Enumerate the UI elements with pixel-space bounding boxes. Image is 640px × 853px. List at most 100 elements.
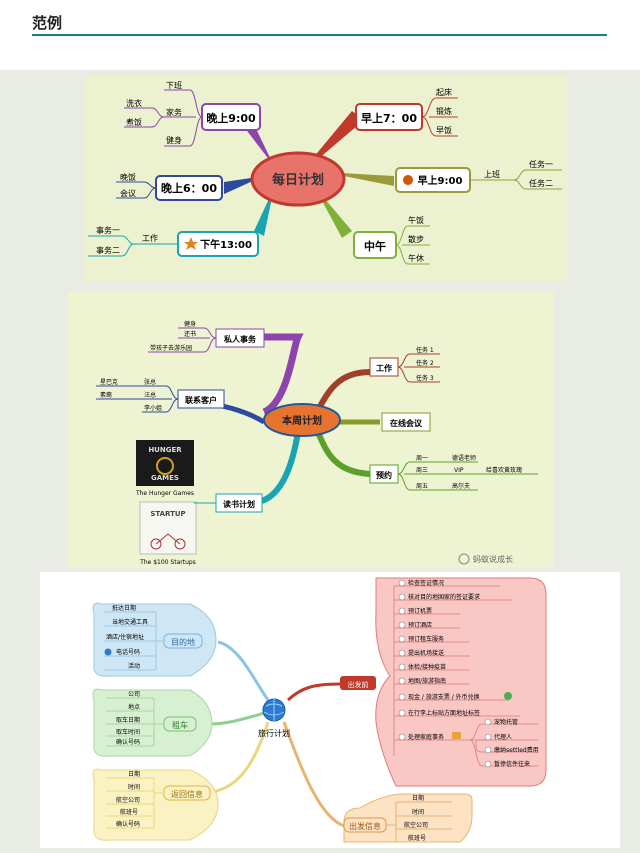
- book-cover-100-startup: [139, 501, 197, 555]
- leaf-exercise: 锻炼: [436, 106, 452, 116]
- node-before-label: 出发前: [348, 680, 369, 689]
- leaf-vip: VIP: [454, 467, 464, 474]
- item-airport-transfer: 提出机场接送: [408, 649, 444, 657]
- home-icon: [452, 732, 461, 739]
- item-pet-care: 宠物托管: [494, 718, 518, 726]
- center-label: 旅行计划: [258, 728, 290, 738]
- cover2-title: STARTUP: [150, 510, 185, 518]
- leaf-phone: 电话号码: [116, 648, 140, 656]
- item-book-flight: 预订机票: [408, 607, 432, 615]
- branch-reading: [257, 431, 301, 505]
- leaf-hotel-address: 酒店/住宿地址: [106, 633, 144, 641]
- book-cover-hunger-games: [136, 440, 194, 486]
- item-agent: 代理人: [494, 733, 512, 741]
- header: 范例: [0, 0, 640, 70]
- center-label: 每日计划: [272, 172, 324, 188]
- node-noon-label: 中午: [364, 239, 386, 253]
- before-departure-group: [375, 577, 547, 787]
- leaf-return-time: 时间: [128, 783, 140, 791]
- leaf-laundry: 洗衣: [126, 98, 142, 108]
- leaf-depart-date: 日期: [412, 794, 424, 802]
- leaf-breakfast: 早饭: [436, 125, 452, 135]
- watermark: 蚂蚁说成长: [473, 554, 513, 564]
- leaf-task2: 任务 2: [416, 359, 434, 367]
- leaf-return-flight: 航班号: [120, 808, 138, 816]
- item-home-affairs: 处理家庭事务: [408, 733, 444, 741]
- leaf-affair1: 事务一: [96, 225, 120, 235]
- cover1-title-a: HUNGER: [148, 446, 182, 454]
- leaf-return-confirmation: 确认号码: [116, 820, 140, 828]
- destination-group: [92, 602, 217, 677]
- star-icon: [184, 237, 198, 250]
- center-label: 本周计划: [282, 414, 322, 427]
- mockingjay-icon: [156, 457, 174, 475]
- node-before-departure[interactable]: [340, 676, 376, 690]
- leaf-depart-time: 时间: [412, 808, 424, 816]
- leaf-german-teacher: 德语老师: [452, 454, 476, 462]
- leaf-location: 地点: [128, 703, 140, 711]
- car-group: [92, 688, 213, 757]
- leaf-task1: 任务 1: [416, 346, 434, 354]
- leaf-friday: 周五: [416, 483, 428, 490]
- leaf-offwork: 下班: [166, 80, 182, 90]
- before-departure-items: [393, 585, 520, 756]
- node-meeting-label: 在线会议: [390, 418, 423, 428]
- leaf-activities: 活动: [128, 662, 140, 670]
- node-destination-label: 目的地: [171, 637, 195, 647]
- bicycle-icon: [155, 533, 181, 545]
- item-currency: 现金 / 旅游支票 / 外币兑换: [408, 693, 480, 701]
- leaf-dinner: 晚饭: [120, 172, 136, 182]
- book1-title: The Hunger Games: [135, 490, 194, 497]
- leaf-affair2: 事务二: [96, 245, 120, 255]
- wechat-icon: [458, 553, 470, 565]
- node-clients-label: 联系客户: [185, 395, 217, 405]
- branch-private: [238, 333, 304, 416]
- return-group: [92, 768, 219, 841]
- leaf-depart-airline: 航空公司: [404, 821, 428, 829]
- item-book-car: 预订租车服务: [408, 635, 444, 643]
- title-divider: [32, 34, 607, 36]
- center-node[interactable]: [263, 403, 341, 437]
- leaf-yellow-rose: 给喜欢黄玫瑰: [486, 466, 522, 474]
- leaf-zhang: 张总: [144, 378, 156, 386]
- node-car-label: 租车: [172, 720, 188, 730]
- leaf-work-shift: 上班: [484, 169, 500, 179]
- leaf-task3: 任务 3: [416, 374, 434, 382]
- node-night9-label: 晚上9:00: [206, 111, 256, 125]
- leaf-playground: 带孩子去游乐园: [150, 344, 192, 352]
- leaf-wednesday: 周三: [416, 467, 428, 474]
- mindmap-travel-plan: 目的地 抵达日期 当地交通工具 酒店/住宿地址 电话号码 活动 租车 公司 地点…: [40, 572, 620, 848]
- phone-globe-icon: [104, 648, 112, 656]
- exchange-icon: [504, 692, 512, 700]
- node-morning7-label: 早上7：00: [361, 111, 417, 125]
- mindmap-weekly-plan: 本周计划 私人事务 健身 还书 带孩子去游乐园 联系客户 张总 汪总 李小姐 星…: [68, 292, 554, 568]
- item-visa-requirements: 核对目的地国家的签证要求: [408, 593, 480, 601]
- cover1-title-b: GAMES: [151, 474, 179, 482]
- item-map-guide: 地图/旅游指南: [408, 677, 446, 685]
- leaf-getup: 起床: [436, 87, 452, 97]
- leaf-company: 公司: [128, 691, 140, 698]
- leaf-task2: 任务二: [529, 178, 553, 188]
- branch-appointments: [315, 430, 371, 477]
- leaf-li: 李小姐: [144, 404, 162, 412]
- node-pm13-label: 下午13:00: [200, 238, 252, 251]
- item-pay-bills: 缴纳settled费用: [494, 746, 539, 754]
- node-appointments-label: 预约: [376, 470, 392, 480]
- leaf-task1: 任务一: [529, 159, 553, 169]
- leaf-depart-flight: 航班号: [408, 834, 426, 842]
- leaf-return-date: 日期: [128, 770, 140, 778]
- node-online-meeting[interactable]: [381, 412, 431, 432]
- branch-work: [315, 369, 371, 412]
- item-vaccination: 体检/接种疫苗: [408, 663, 446, 671]
- leaf-nap: 午休: [408, 253, 424, 263]
- leaf-pickup-date: 取车日期: [116, 716, 140, 724]
- leaf-monday: 周一: [416, 455, 428, 462]
- leaf-work: 工作: [142, 233, 158, 243]
- leaf-return-book: 还书: [184, 330, 196, 338]
- item-suspend-mail: 暂停信件往来: [494, 760, 530, 768]
- center-node[interactable]: [250, 151, 346, 207]
- node-private-label: 私人事务: [223, 334, 257, 344]
- leaf-confirmation: 确认号码: [116, 738, 140, 746]
- item-luggage-tags: 在行李上标贴方面地址标签: [408, 709, 480, 717]
- page-title: 范例: [32, 14, 63, 32]
